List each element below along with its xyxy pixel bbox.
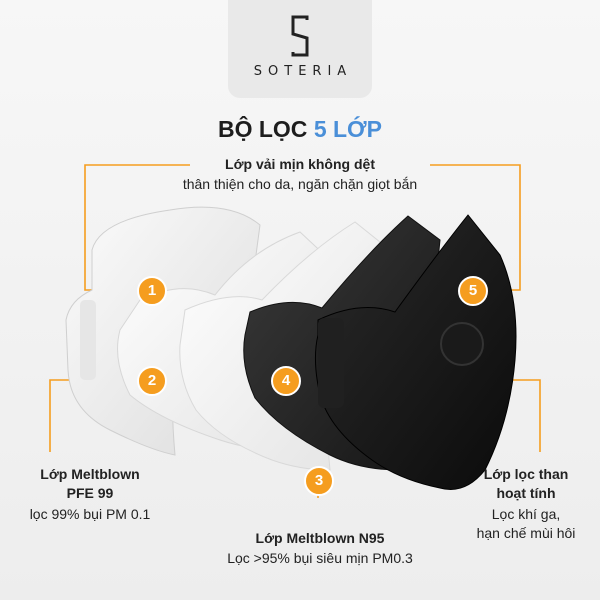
badge-layer-5: 5 <box>458 276 488 306</box>
layer-3-title: Lớp Meltblown N95 <box>255 530 385 546</box>
s-monogram-icon <box>291 15 309 57</box>
layer-4-desc-line1: Lọc khí ga, <box>491 506 561 522</box>
title-accent: 5 LỚP <box>313 116 383 142</box>
badge-layer-2: 2 <box>137 366 167 396</box>
page-title: BỘ LỌC 5 LỚP <box>0 116 600 143</box>
layer-2-title-line2: PFE 99 <box>66 485 114 501</box>
title-prefix: BỘ LỌC <box>217 116 308 142</box>
badge-layer-4: 4 <box>271 366 301 396</box>
layer-1-desc: thân thiện cho da, ngăn chặn giọt bắn <box>182 176 418 192</box>
layer-4-title-line2: hoạt tính <box>496 485 556 501</box>
layer-2-desc: lọc 99% bụi PM 0.1 <box>29 506 151 522</box>
valve-icon <box>440 322 484 366</box>
layer-3-desc: Lọc >95% bụi siêu mịn PM0.3 <box>227 550 413 566</box>
layer-4-desc-line2: hạn chế mùi hôi <box>476 525 576 541</box>
layer-2-title-line1: Lớp Meltblown <box>40 466 140 482</box>
layer-1-title: Lớp vải mịn không dệt <box>225 156 375 172</box>
layer-4-title-line1: Lớp lọc than <box>483 466 569 482</box>
badge-layer-3: 3 <box>304 466 334 496</box>
brand-logo: SOTERIA <box>228 0 372 98</box>
badge-layer-1: 1 <box>137 276 167 306</box>
brand-name: SOTERIA <box>253 64 353 79</box>
